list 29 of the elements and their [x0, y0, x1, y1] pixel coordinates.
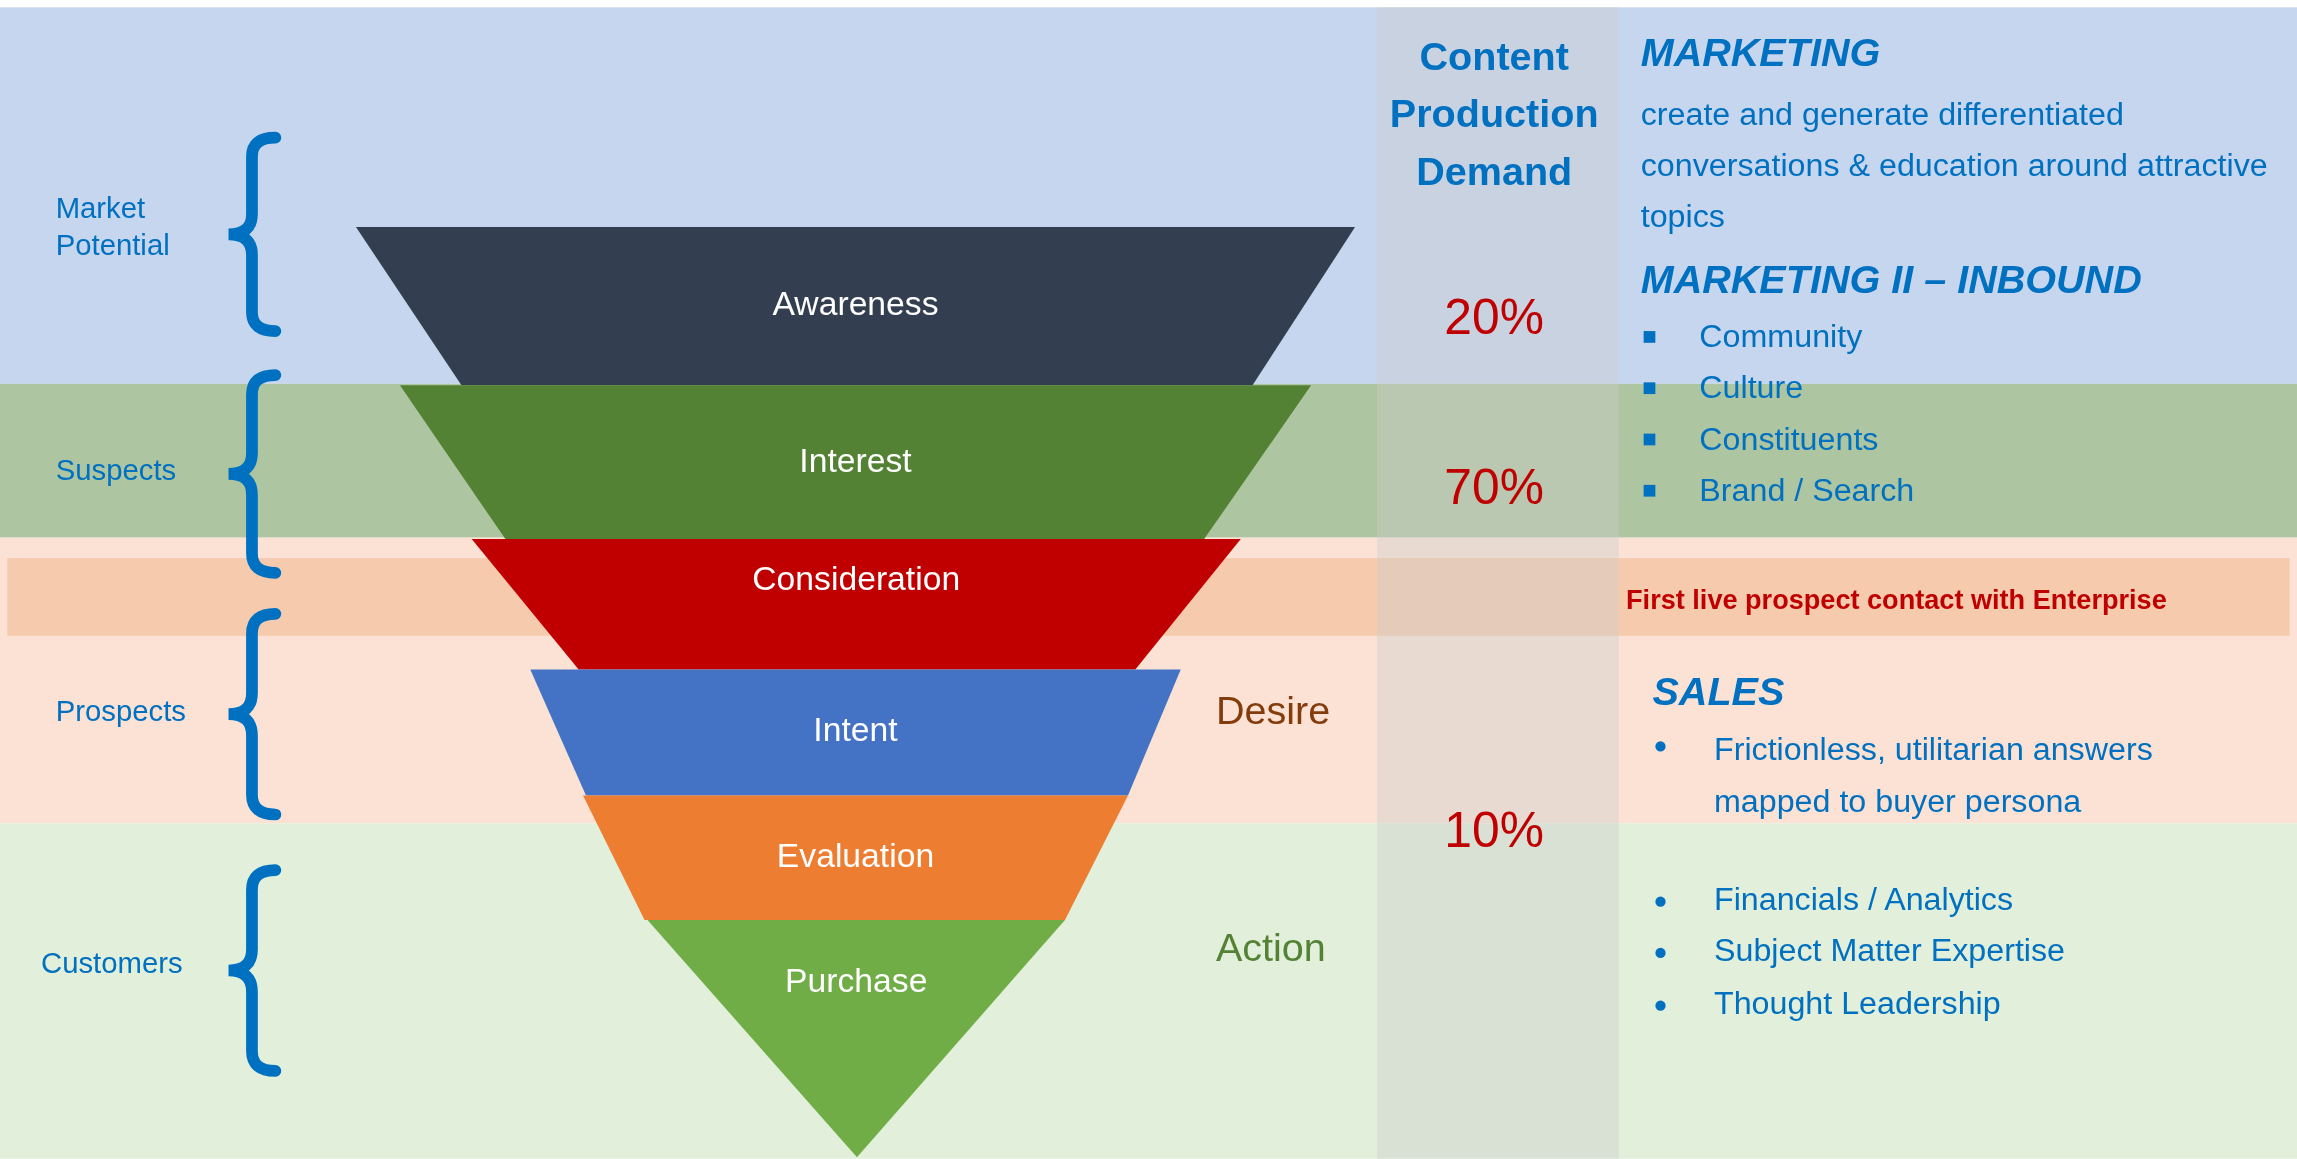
bullet-item: Subject Matter Expertise: [1713, 930, 2067, 971]
stage-label: Purchase: [784, 961, 929, 1001]
section-heading: MARKETING II – INBOUND: [1640, 256, 2143, 304]
stage-label: Intent: [812, 710, 899, 751]
bullet-item: Community: [1699, 316, 1864, 357]
bullet-item: Thought Leadership: [1713, 983, 2002, 1024]
bullet-item: Brand / Search: [1699, 470, 1916, 511]
bullet-item: Culture: [1699, 368, 1805, 408]
percentage-value: 70%: [1443, 457, 1546, 517]
highlight-note: First live prospect contact with Enterprise: [1626, 583, 2168, 617]
column-heading: Content Production Demand: [1388, 34, 1600, 196]
stage-label: Desire: [1215, 687, 1332, 735]
percentage-value: 10%: [1443, 800, 1546, 859]
stage-label: Prospects: [55, 693, 187, 729]
bullet-item: Financials / Analytics: [1713, 879, 2015, 920]
percentage-value: 20%: [1443, 287, 1546, 347]
stage-label: Consideration: [751, 559, 962, 600]
stage-label: Customers: [41, 945, 184, 981]
stage-label: Action: [1215, 924, 1327, 972]
stage-label: Interest: [798, 440, 913, 480]
section-heading: MARKETING: [1640, 29, 1882, 77]
stage-label: Awareness: [771, 284, 940, 324]
description-text: create and generate differentiated conversations & education around attractive topics: [1640, 94, 2269, 237]
stage-label: Evaluation: [775, 835, 936, 876]
stage-label: Market Potential: [55, 190, 171, 263]
bullet-item: Constituents: [1699, 419, 1880, 460]
section-heading: SALES: [1652, 668, 1786, 716]
bullet-item: Frictionless, utilitarian answers mapped to buyer persona: [1713, 730, 2154, 822]
stage-label: Suspects: [55, 453, 178, 489]
